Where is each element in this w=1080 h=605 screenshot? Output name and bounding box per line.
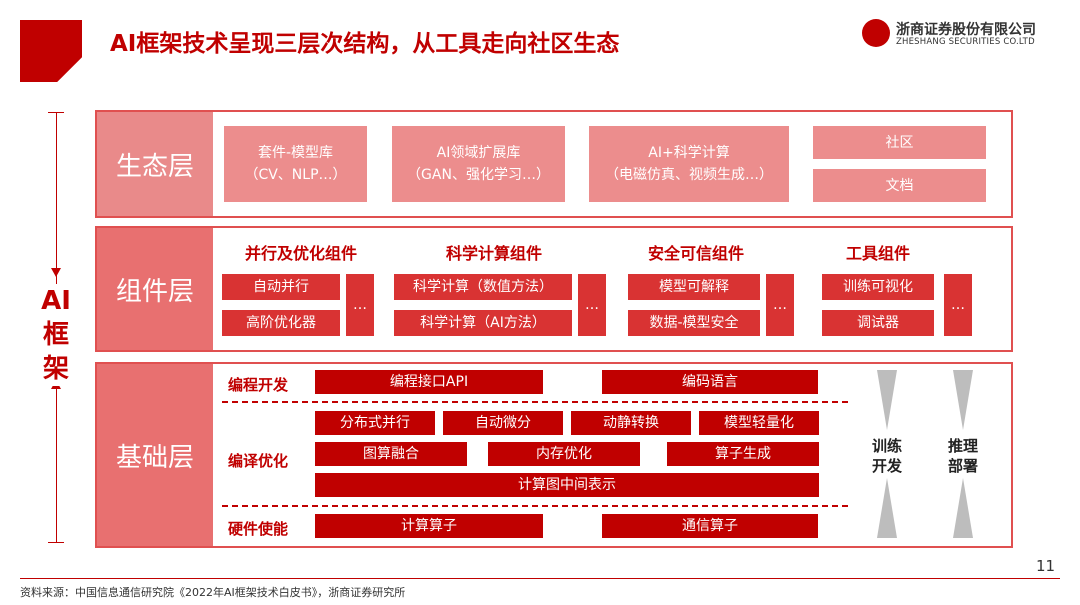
foundation-item-ir: 计算图中间表示: [315, 473, 819, 497]
component-item: 模型可解释: [628, 274, 760, 300]
axis-bottom-tick: [48, 542, 64, 543]
eco-box-line2: （GAN、强化学习…）: [407, 167, 550, 183]
axis-label-ai: AI: [34, 284, 78, 318]
infer-arrow-up-icon: [953, 478, 973, 538]
train-arrow-up-icon: [877, 478, 897, 538]
foundation-item: 图算融合: [315, 442, 467, 466]
eco-box-community: 社区: [813, 126, 986, 159]
eco-box-line1: 套件-模型库: [257, 145, 334, 161]
component-group-title: 并行及优化组件: [244, 244, 357, 263]
eco-box-docs: 文档: [813, 169, 986, 202]
foundation-item: 内存优化: [488, 442, 640, 466]
foundation-item-comm-op: 通信算子: [602, 514, 818, 538]
component-item: 调试器: [822, 310, 934, 336]
eco-box-line1: AI+科学计算: [648, 145, 730, 161]
foundation-item-language: 编码语言: [602, 370, 818, 394]
eco-box-line1: AI领域扩展库: [436, 145, 521, 161]
component-item: 数据-模型安全: [628, 310, 760, 336]
component-item: 自动并行: [222, 274, 340, 300]
eco-box-line2: （CV、NLP…）: [244, 167, 347, 183]
component-group-title: 安全可信组件: [647, 244, 744, 263]
train-arrow-down-icon: [877, 370, 897, 430]
foundation-layer: [95, 362, 1013, 548]
foundation-item: 自动微分: [443, 411, 563, 435]
foundation-item: 算子生成: [667, 442, 819, 466]
foundation-item: 分布式并行: [315, 411, 435, 435]
foundation-item: 动静转换: [571, 411, 691, 435]
corner-decoration: [20, 20, 82, 82]
component-item: 科学计算（数值方法）: [394, 274, 572, 300]
page-title: AI框架技术呈现三层次结构，从工具走向社区生态: [110, 31, 620, 57]
component-layer: [95, 226, 1013, 352]
component-more: …: [944, 274, 972, 336]
row-label-compile: 编译优化: [228, 452, 289, 470]
foundation-item: 模型轻量化: [699, 411, 819, 435]
component-more: …: [578, 274, 606, 336]
component-group-title: 科学计算组件: [445, 244, 542, 263]
page-number: 11: [1036, 557, 1056, 575]
footer-divider: [20, 578, 1060, 579]
side-label-train: 训练 开发: [864, 436, 910, 476]
row-label-hardware: 硬件使能: [228, 520, 289, 538]
foundation-item-compute-op: 计算算子: [315, 514, 543, 538]
eco-box-line2: （电磁仿真、视频生成…）: [605, 167, 773, 183]
component-more: …: [766, 274, 794, 336]
side-label-line: 训练: [871, 437, 902, 455]
side-label-infer: 推理 部署: [940, 436, 986, 476]
side-label-line: 部署: [947, 457, 978, 475]
source-note: 资料来源：中国信息通信研究院《2022年AI框架技术白皮书》，浙商证券研究所: [20, 586, 406, 599]
axis-label-kuang: 框: [34, 318, 78, 352]
component-layer-label: 组件层: [97, 228, 213, 350]
component-more: …: [346, 274, 374, 336]
company-name-cn: 浙商证券股份有限公司: [896, 22, 1036, 38]
infer-arrow-down-icon: [953, 370, 973, 430]
component-item: 高阶优化器: [222, 310, 340, 336]
company-logo-icon: [862, 19, 890, 47]
eco-box-ai-science: AI+科学计算 （电磁仿真、视频生成…）: [589, 126, 789, 202]
component-item: 科学计算（AI方法）: [394, 310, 572, 336]
row-label-programming: 编程开发: [228, 376, 289, 394]
axis-arrow-down-icon: [51, 268, 61, 277]
foundation-layer-label: 基础层: [97, 364, 213, 546]
side-label-line: 推理: [947, 437, 978, 455]
company-name-en: ZHESHANG SECURITIES CO.LTD: [896, 37, 1035, 47]
row-divider: [222, 505, 848, 507]
eco-layer: [95, 110, 1013, 218]
eco-layer-label: 生态层: [97, 112, 213, 216]
eco-box-domain-lib: AI领域扩展库 （GAN、强化学习…）: [392, 126, 565, 202]
axis-label-jia: 架: [34, 352, 78, 386]
component-group-title: 工具组件: [845, 244, 910, 263]
row-divider: [222, 401, 848, 403]
component-item: 训练可视化: [822, 274, 934, 300]
axis-top-tick: [48, 112, 64, 113]
side-label-line: 开发: [871, 457, 902, 475]
foundation-item-api: 编程接口API: [315, 370, 543, 394]
eco-box-model-suite: 套件-模型库 （CV、NLP…）: [224, 126, 367, 202]
